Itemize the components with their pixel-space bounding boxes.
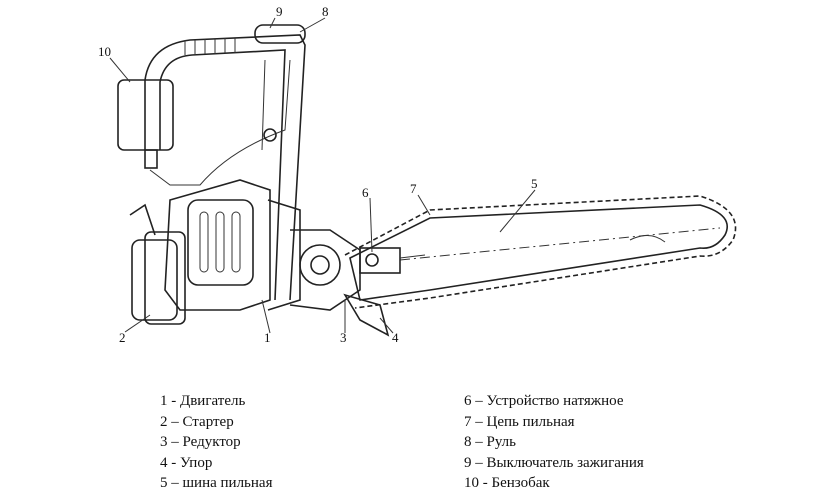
leader-lines (109, 17, 536, 334)
legend-left: 1 - Двигатель 2 – Стартер 3 – Редуктор 4… (160, 391, 272, 494)
callout-2: 2 (119, 330, 126, 345)
engine (164, 179, 301, 311)
callout-10: 10 (98, 44, 111, 59)
fuel-tank (117, 79, 174, 169)
legend-item: 3 – Редуктор (160, 434, 241, 450)
starter (129, 203, 186, 325)
callout-4: 4 (392, 330, 399, 345)
callout-1: 1 (264, 330, 271, 345)
legend-item: 10 - Бензобак (464, 475, 550, 491)
legend-item: 2 – Стартер (160, 413, 234, 430)
legend-item: 4 - Упор (160, 454, 213, 471)
legend-item: 9 – Выключатель зажигания (464, 454, 644, 471)
handle (144, 24, 306, 301)
legend-item: 5 – шина пильная (160, 475, 273, 491)
legend-item: 1 - Двигатель (160, 393, 246, 409)
callout-3: 3 (340, 330, 347, 345)
guide-bar (344, 195, 737, 309)
callout-7: 7 (410, 181, 417, 196)
tensioner (359, 247, 426, 274)
callout-8: 8 (322, 4, 329, 19)
legend-item: 6 – Устройство натяжное (464, 393, 624, 409)
callout-6: 6 (362, 185, 369, 200)
legend-item: 8 – Руль (464, 434, 517, 450)
callout-5: 5 (531, 176, 538, 191)
chainsaw-drawing: 10 9 8 6 7 5 2 1 3 4 (98, 4, 737, 345)
legend-item: 7 – Цепь пильная (464, 413, 575, 430)
legend-right: 6 – Устройство натяжное 7 – Цепь пильная… (464, 391, 644, 494)
callout-9: 9 (276, 4, 283, 19)
